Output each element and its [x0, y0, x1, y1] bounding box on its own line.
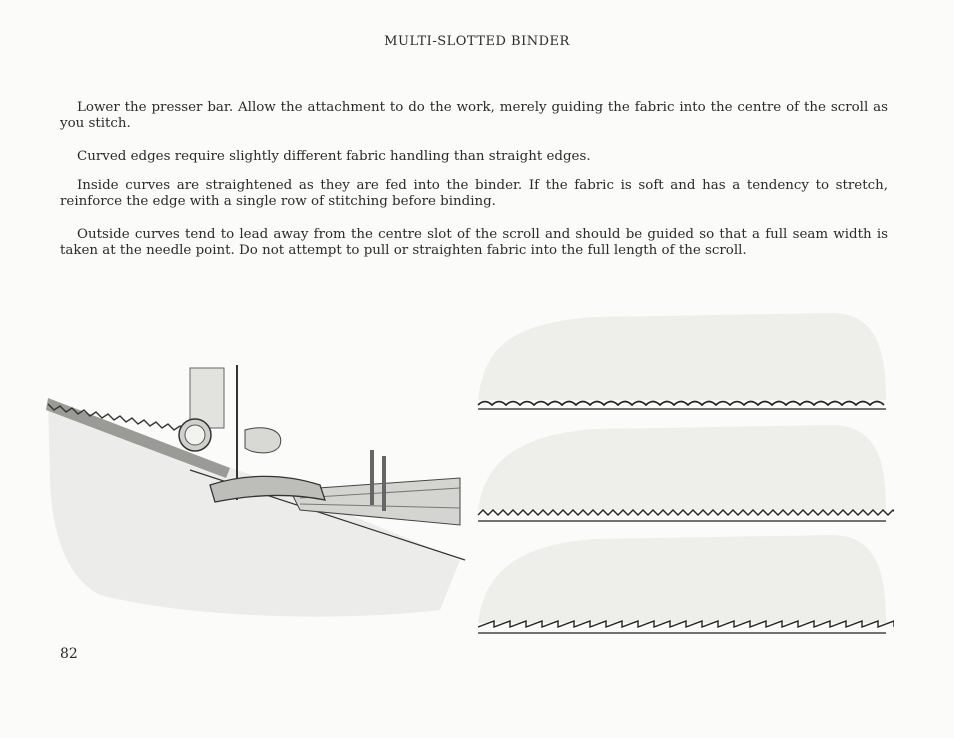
paragraph-outside-curves: Outside curves tend to lead away from th…: [60, 227, 888, 258]
sample-fabric: [478, 535, 886, 623]
binder-attachment-illustration: [46, 365, 466, 617]
page-title: MULTI-SLOTTED BINDER: [384, 34, 570, 49]
guide-pin: [370, 450, 374, 505]
binding-tape: [46, 398, 230, 478]
fabric-shade: [48, 400, 460, 617]
guide-pin: [382, 456, 386, 511]
paragraph-curved-edges: Curved edges require slightly different …: [77, 149, 591, 164]
scroll-binder: [209, 475, 326, 503]
zigzag-stitch-sample: [477, 509, 894, 516]
scalloped-stitch-sample: [477, 400, 885, 407]
slant-stitch-sample: [477, 619, 894, 629]
sample-fabric: [478, 313, 886, 400]
page-number: 82: [60, 646, 78, 662]
bias-strip: [289, 477, 461, 526]
sample-fabric: [478, 425, 886, 510]
paragraph-lower-presser-bar: Lower the presser bar. Allow the attachm…: [60, 100, 888, 131]
stitch-samples: [477, 313, 894, 634]
paragraph-inside-curves: Inside curves are straightened as they a…: [60, 178, 888, 209]
